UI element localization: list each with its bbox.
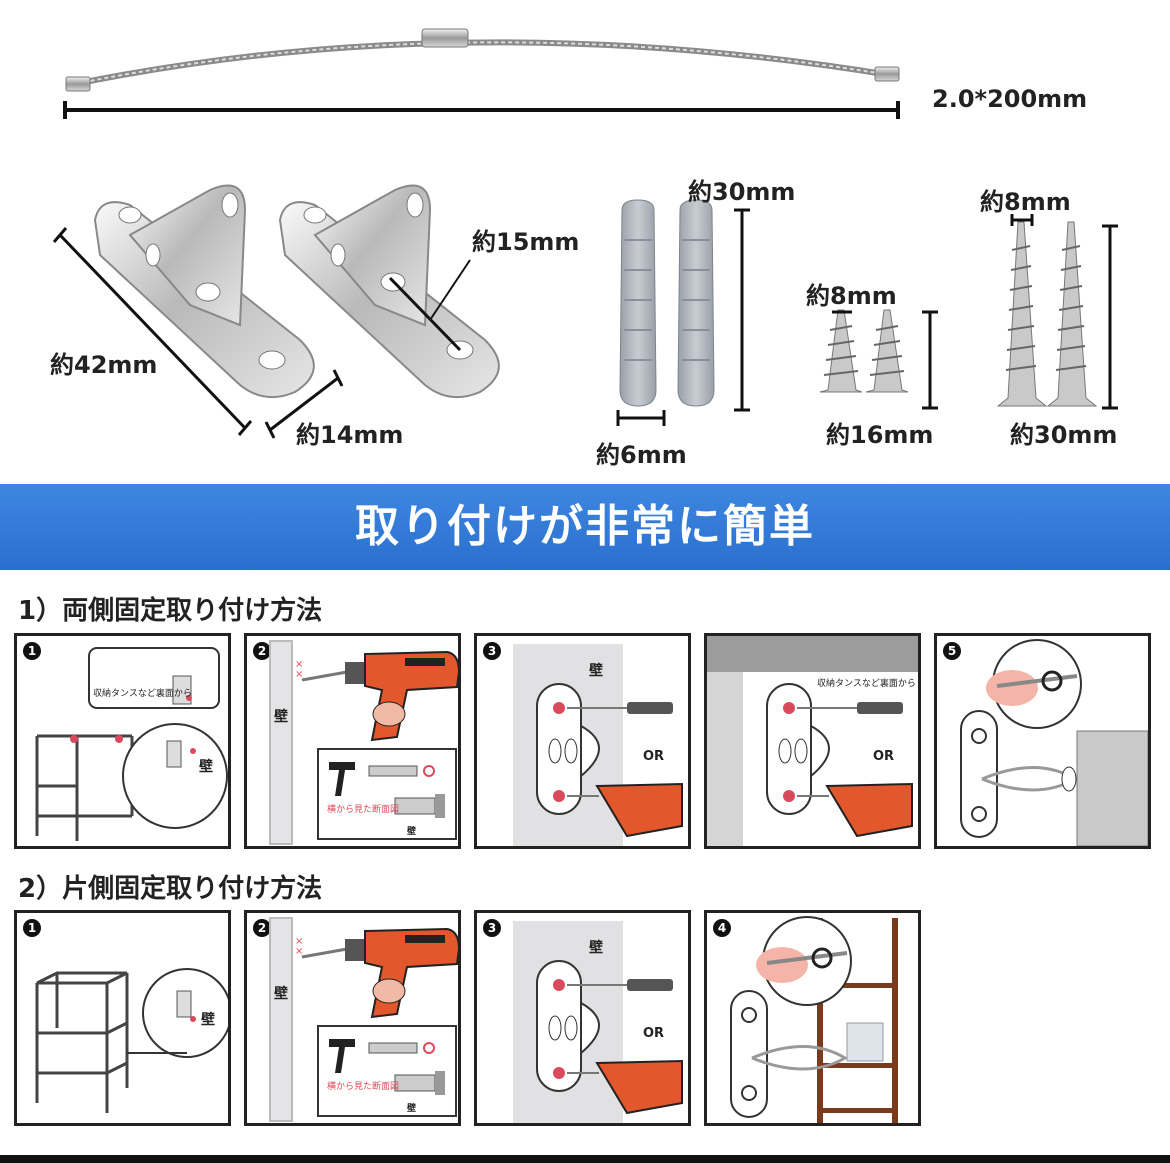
anchor-inset: 横から見た断面図 壁 [317,1025,457,1117]
storage-note: 収納タンスなど裏面から [817,679,916,689]
wire-fastening-illustration [960,639,1148,846]
anchor-inset: 横から見た断面図 壁 [317,748,457,840]
step-number: 5 [943,642,961,660]
or-label: OR [643,1026,665,1041]
cabinet-interior [707,636,918,672]
bracket-mount-illustration [536,683,683,838]
cross-section-note: 横から見た断面図 [327,805,400,815]
drill-mark-icon: ×× [295,936,304,957]
section1-step3: 3 壁 OR [474,633,691,849]
step-number: 2 [253,642,271,660]
storage-note: 収納タンスなど裏面から [93,689,192,699]
section1-step2: 2 壁 ×× 横から見た断面図 壁 [244,633,461,849]
wall-label: 壁 [199,759,213,775]
section2-heading: 2）片側固定取り付け方法 [18,874,323,904]
product-spec-area: 2.0*200mm 約15mm 約42mm 約14m [0,0,1170,480]
section2-step2: 2 壁 ×× 横から見た断面図 壁 [244,910,461,1126]
shelf-illustration [35,968,228,1113]
hammer-icon [329,762,445,818]
wall-small-label: 壁 [407,827,417,837]
section1-step4: 4 収納タンスなど裏面から OR [704,633,921,849]
cabinet-illustration [35,647,228,841]
wall-label: 壁 [201,1012,215,1028]
hammer-icon [329,1039,445,1095]
wire-size-label: 2.0*200mm [932,85,1088,113]
or-label: OR [873,749,895,764]
long-screw-illustration [996,214,1118,410]
section2-step3: 3 壁 OR [474,910,691,1126]
install-banner: 取り付けが非常に簡単 [0,484,1170,570]
section1-step1: 1 収納タンスなど裏面から 壁 [14,633,231,849]
wire-rope-illustration [63,28,900,119]
wall-label: 壁 [589,663,603,679]
step-number: 3 [483,642,501,660]
wire-fastening-shelf-illustration [730,916,898,1123]
wall-panel [269,640,293,845]
wall-label: 壁 [274,709,288,725]
bracket-illustration [52,184,500,439]
section1-step5: 5 [934,633,1151,849]
wall-label: 壁 [274,986,288,1002]
cross-section-note: 横から見た断面図 [327,1082,400,1092]
wall-label: 壁 [589,940,603,956]
bracket-hole-label: 約15mm [472,228,580,256]
drill-icon [301,927,458,1019]
wall-small-label: 壁 [407,1104,417,1114]
long-screw-length-label: 約30mm [1010,421,1118,449]
step-number: 1 [23,642,41,660]
step-number: 4 [713,919,731,937]
short-screw-head-label: 約8mm [806,282,897,310]
anchor-length-label: 約30mm [688,178,796,206]
footer-divider [0,1155,1170,1163]
or-label: OR [643,749,665,764]
step-number: 1 [23,919,41,937]
anchor-diameter-label: 約6mm [596,441,687,469]
bracket-mount-illustration [766,683,913,838]
step-number: 2 [253,919,271,937]
bracket-length-label: 約42mm [50,351,158,379]
bracket-width-label: 約14mm [296,421,404,449]
drill-mark-icon: ×× [295,659,304,680]
wall-panel [269,917,293,1122]
cabinet-side [707,672,743,846]
step-number: 3 [483,919,501,937]
short-screw-length-label: 約16mm [826,421,934,449]
drill-icon [301,650,458,742]
section2-step1: 1 壁 [14,910,231,1126]
wall-anchor-illustration [616,199,750,426]
section1-heading: 1）両側固定取り付け方法 [18,596,323,626]
section2-step4: 4 [704,910,921,1126]
long-screw-head-label: 約8mm [980,188,1071,216]
short-screw-illustration [819,309,938,410]
banner-title: 取り付けが非常に簡単 [355,501,815,552]
bracket-mount-illustration [536,960,683,1115]
